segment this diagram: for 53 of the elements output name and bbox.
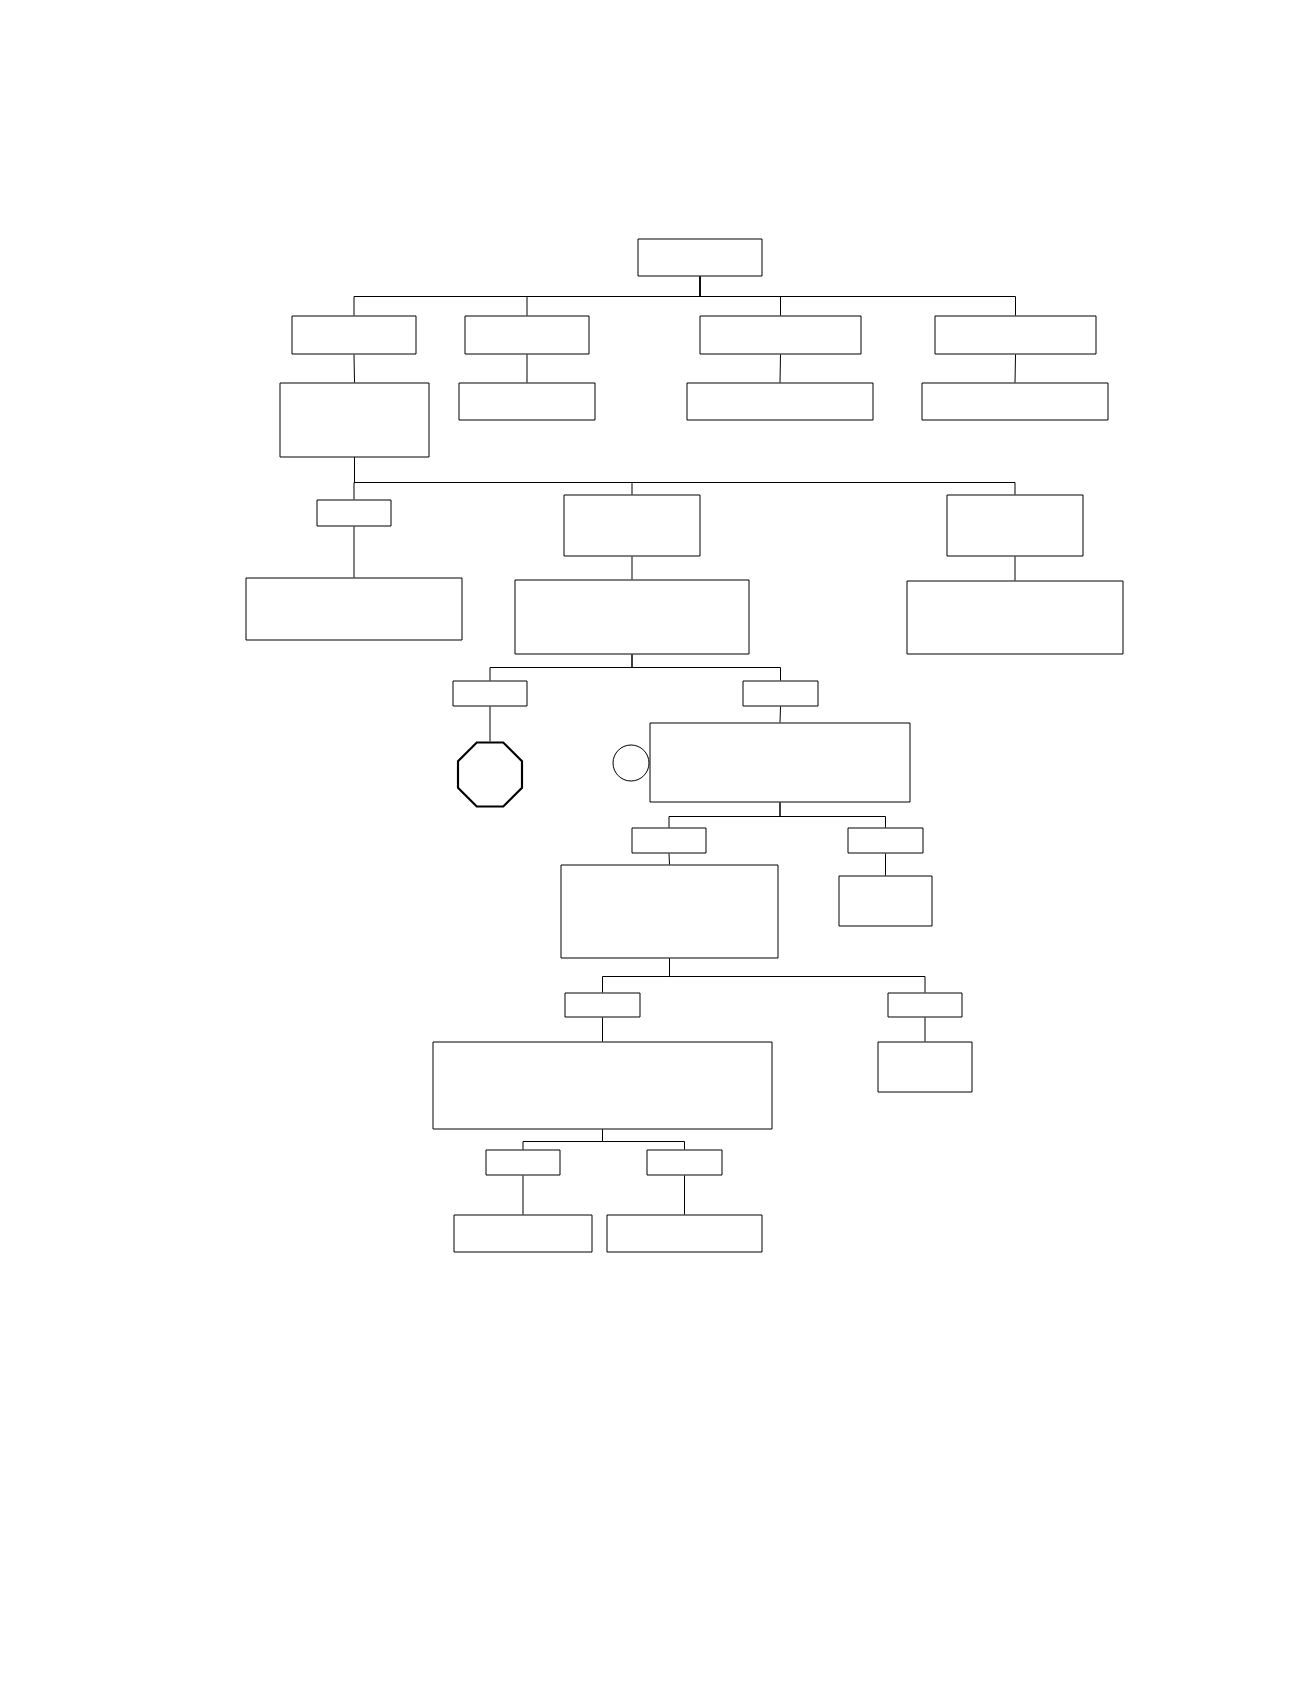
empty-box (637, 238, 763, 277)
connector-line (631, 556, 633, 580)
empty-box (649, 722, 911, 803)
circle (612, 744, 650, 782)
connector-line (699, 276, 1016, 316)
connector-line (669, 958, 926, 993)
connector-line (526, 354, 528, 383)
connector-line (924, 1017, 926, 1042)
empty-box (453, 1214, 593, 1253)
empty-box (564, 992, 641, 1018)
empty-box (606, 1214, 763, 1253)
empty-box (934, 315, 1097, 355)
connector-line (779, 706, 781, 723)
connector-line (668, 853, 670, 865)
empty-box (291, 315, 417, 355)
octagon (456, 741, 524, 808)
empty-box (464, 315, 590, 355)
empty-box (887, 992, 963, 1018)
connector-line (602, 1129, 685, 1150)
connector-line (1014, 354, 1016, 383)
connector-line (353, 354, 355, 383)
empty-box (316, 499, 392, 527)
connector-line (522, 1175, 524, 1215)
empty-box (877, 1041, 973, 1093)
empty-box (946, 494, 1084, 557)
empty-box (921, 382, 1109, 421)
empty-box (560, 864, 779, 959)
empty-box (452, 680, 528, 707)
empty-box (458, 382, 596, 421)
connector-line (684, 1175, 685, 1215)
connector-line (354, 457, 1016, 495)
empty-box (847, 827, 924, 854)
connector-line (602, 1017, 603, 1042)
connector-line (489, 706, 491, 742)
empty-box (742, 680, 819, 707)
empty-box (686, 382, 874, 421)
empty-box (646, 1149, 723, 1176)
empty-box (485, 1149, 561, 1176)
empty-box (514, 579, 750, 655)
empty-box (838, 875, 933, 927)
empty-box (432, 1041, 773, 1130)
empty-box (245, 577, 463, 641)
empty-box (563, 494, 701, 557)
connector-line (353, 526, 355, 578)
connector-line (631, 654, 781, 681)
connector-line (779, 354, 781, 383)
empty-box (279, 382, 430, 458)
connector-line (779, 802, 886, 828)
empty-box (699, 315, 862, 355)
connector-line (1014, 556, 1016, 581)
connector-line (885, 853, 886, 876)
empty-box (906, 580, 1124, 655)
empty-box (631, 827, 707, 854)
